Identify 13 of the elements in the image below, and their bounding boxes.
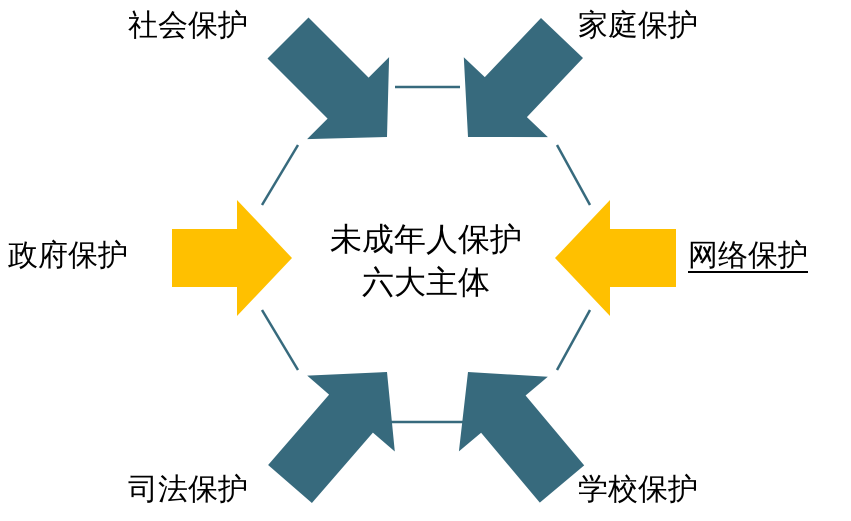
protection-label: 网络保护: [688, 238, 808, 274]
protection-label: 家庭保护: [578, 8, 698, 44]
block-arrow: [458, 372, 584, 503]
protection-label: 政府保护: [8, 238, 128, 274]
block-arrow: [268, 372, 395, 503]
block-arrow: [555, 200, 676, 316]
protection-label: 学校保护: [578, 472, 698, 508]
block-arrow: [268, 18, 390, 140]
block-arrow: [172, 200, 292, 316]
center-title: 未成年人保护六大主体: [329, 219, 523, 304]
protection-label: 司法保护: [128, 472, 248, 508]
block-arrow: [464, 18, 583, 138]
protection-label: 社会保护: [128, 8, 248, 44]
